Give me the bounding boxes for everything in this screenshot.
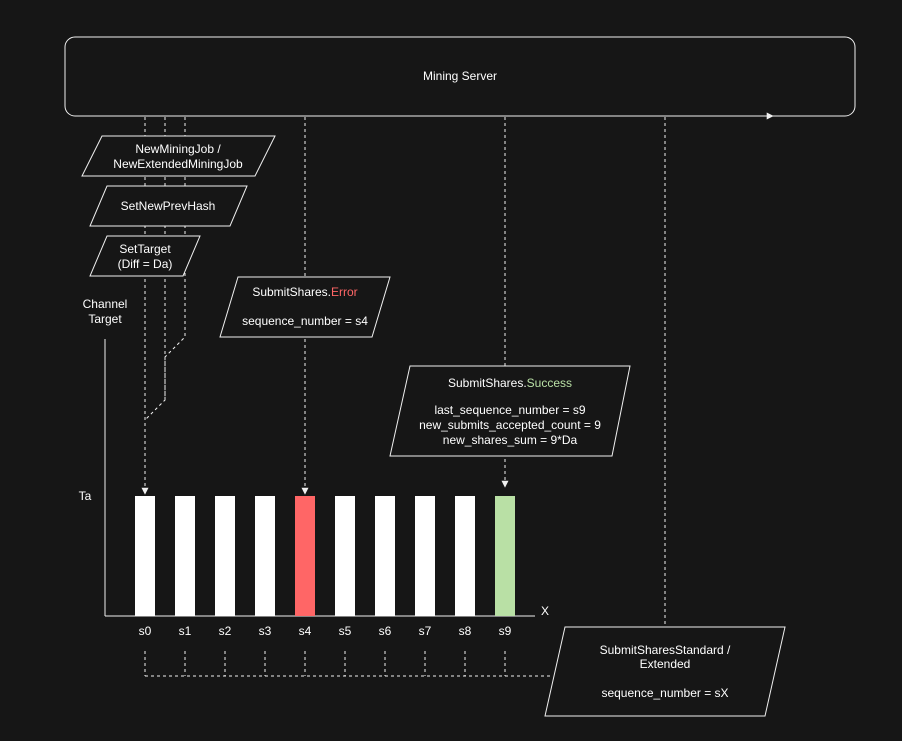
mining-server-box [64, 36, 856, 117]
success-title: SubmitShares.Success [448, 376, 572, 390]
share-label-s7: s7 [419, 624, 432, 638]
server-to-share-lines [141, 117, 666, 628]
set-target-line1: SetTarget [119, 242, 171, 256]
y-axis-label-line2: Target [88, 312, 122, 326]
success-detail1: last_sequence_number = s9 [434, 403, 585, 417]
submit-line1: SubmitSharesStandard / [600, 643, 731, 657]
new-job-line2: NewExtendedMiningJob [113, 157, 243, 171]
share-bar-s0 [135, 496, 155, 616]
success-detail3: new_shares_sum = 9*Da [443, 433, 578, 447]
share-bar-s5 [335, 496, 355, 616]
share-bar-s6 [375, 496, 395, 616]
submit-shares-success-message [389, 365, 631, 457]
submit-shares-error-message [219, 276, 391, 338]
set-target-message [89, 235, 201, 277]
share-ticks [144, 651, 506, 676]
share-labels: s0 s1 s2 s3 s4 s5 s6 s7 s8 s9 [139, 624, 512, 638]
mining-server-label: Mining Server [423, 69, 497, 83]
new-job-line1: NewMiningJob / [135, 142, 221, 156]
share-label-s6: s6 [379, 624, 392, 638]
share-label-s3: s3 [259, 624, 272, 638]
share-label-s9: s9 [499, 624, 512, 638]
share-label-s5: s5 [339, 624, 352, 638]
share-bars [135, 496, 515, 616]
share-bar-s4 [295, 496, 315, 616]
share-label-s8: s8 [459, 624, 472, 638]
new-mining-job-message [81, 135, 276, 177]
share-bar-s8 [455, 496, 475, 616]
set-target-line [164, 117, 186, 400]
share-bar-s9 [495, 496, 515, 616]
share-label-s1: s1 [179, 624, 192, 638]
success-detail2: new_submits_accepted_count = 9 [419, 418, 601, 432]
x-axis-label: X [541, 604, 549, 618]
share-bar-s1 [175, 496, 195, 616]
submit-detail: sequence_number = sX [601, 686, 728, 700]
share-bar-s3 [255, 496, 275, 616]
set-new-prev-hash-message [89, 185, 248, 227]
ta-label: Ta [79, 489, 92, 503]
share-bar-s2 [215, 496, 235, 616]
error-title: SubmitShares.Error [252, 285, 357, 299]
share-label-s2: s2 [219, 624, 232, 638]
submit-line2: Extended [640, 657, 691, 671]
prev-hash-line [144, 117, 166, 421]
set-new-prev-hash-label: SetNewPrevHash [121, 199, 216, 213]
share-bar-s7 [415, 496, 435, 616]
set-target-line2: (Diff = Da) [118, 257, 173, 271]
share-label-s4: s4 [299, 624, 312, 638]
error-detail: sequence_number = s4 [242, 314, 368, 328]
share-label-s0: s0 [139, 624, 152, 638]
submit-shares-standard-message [544, 626, 786, 717]
y-axis-label-line1: Channel [83, 297, 128, 311]
